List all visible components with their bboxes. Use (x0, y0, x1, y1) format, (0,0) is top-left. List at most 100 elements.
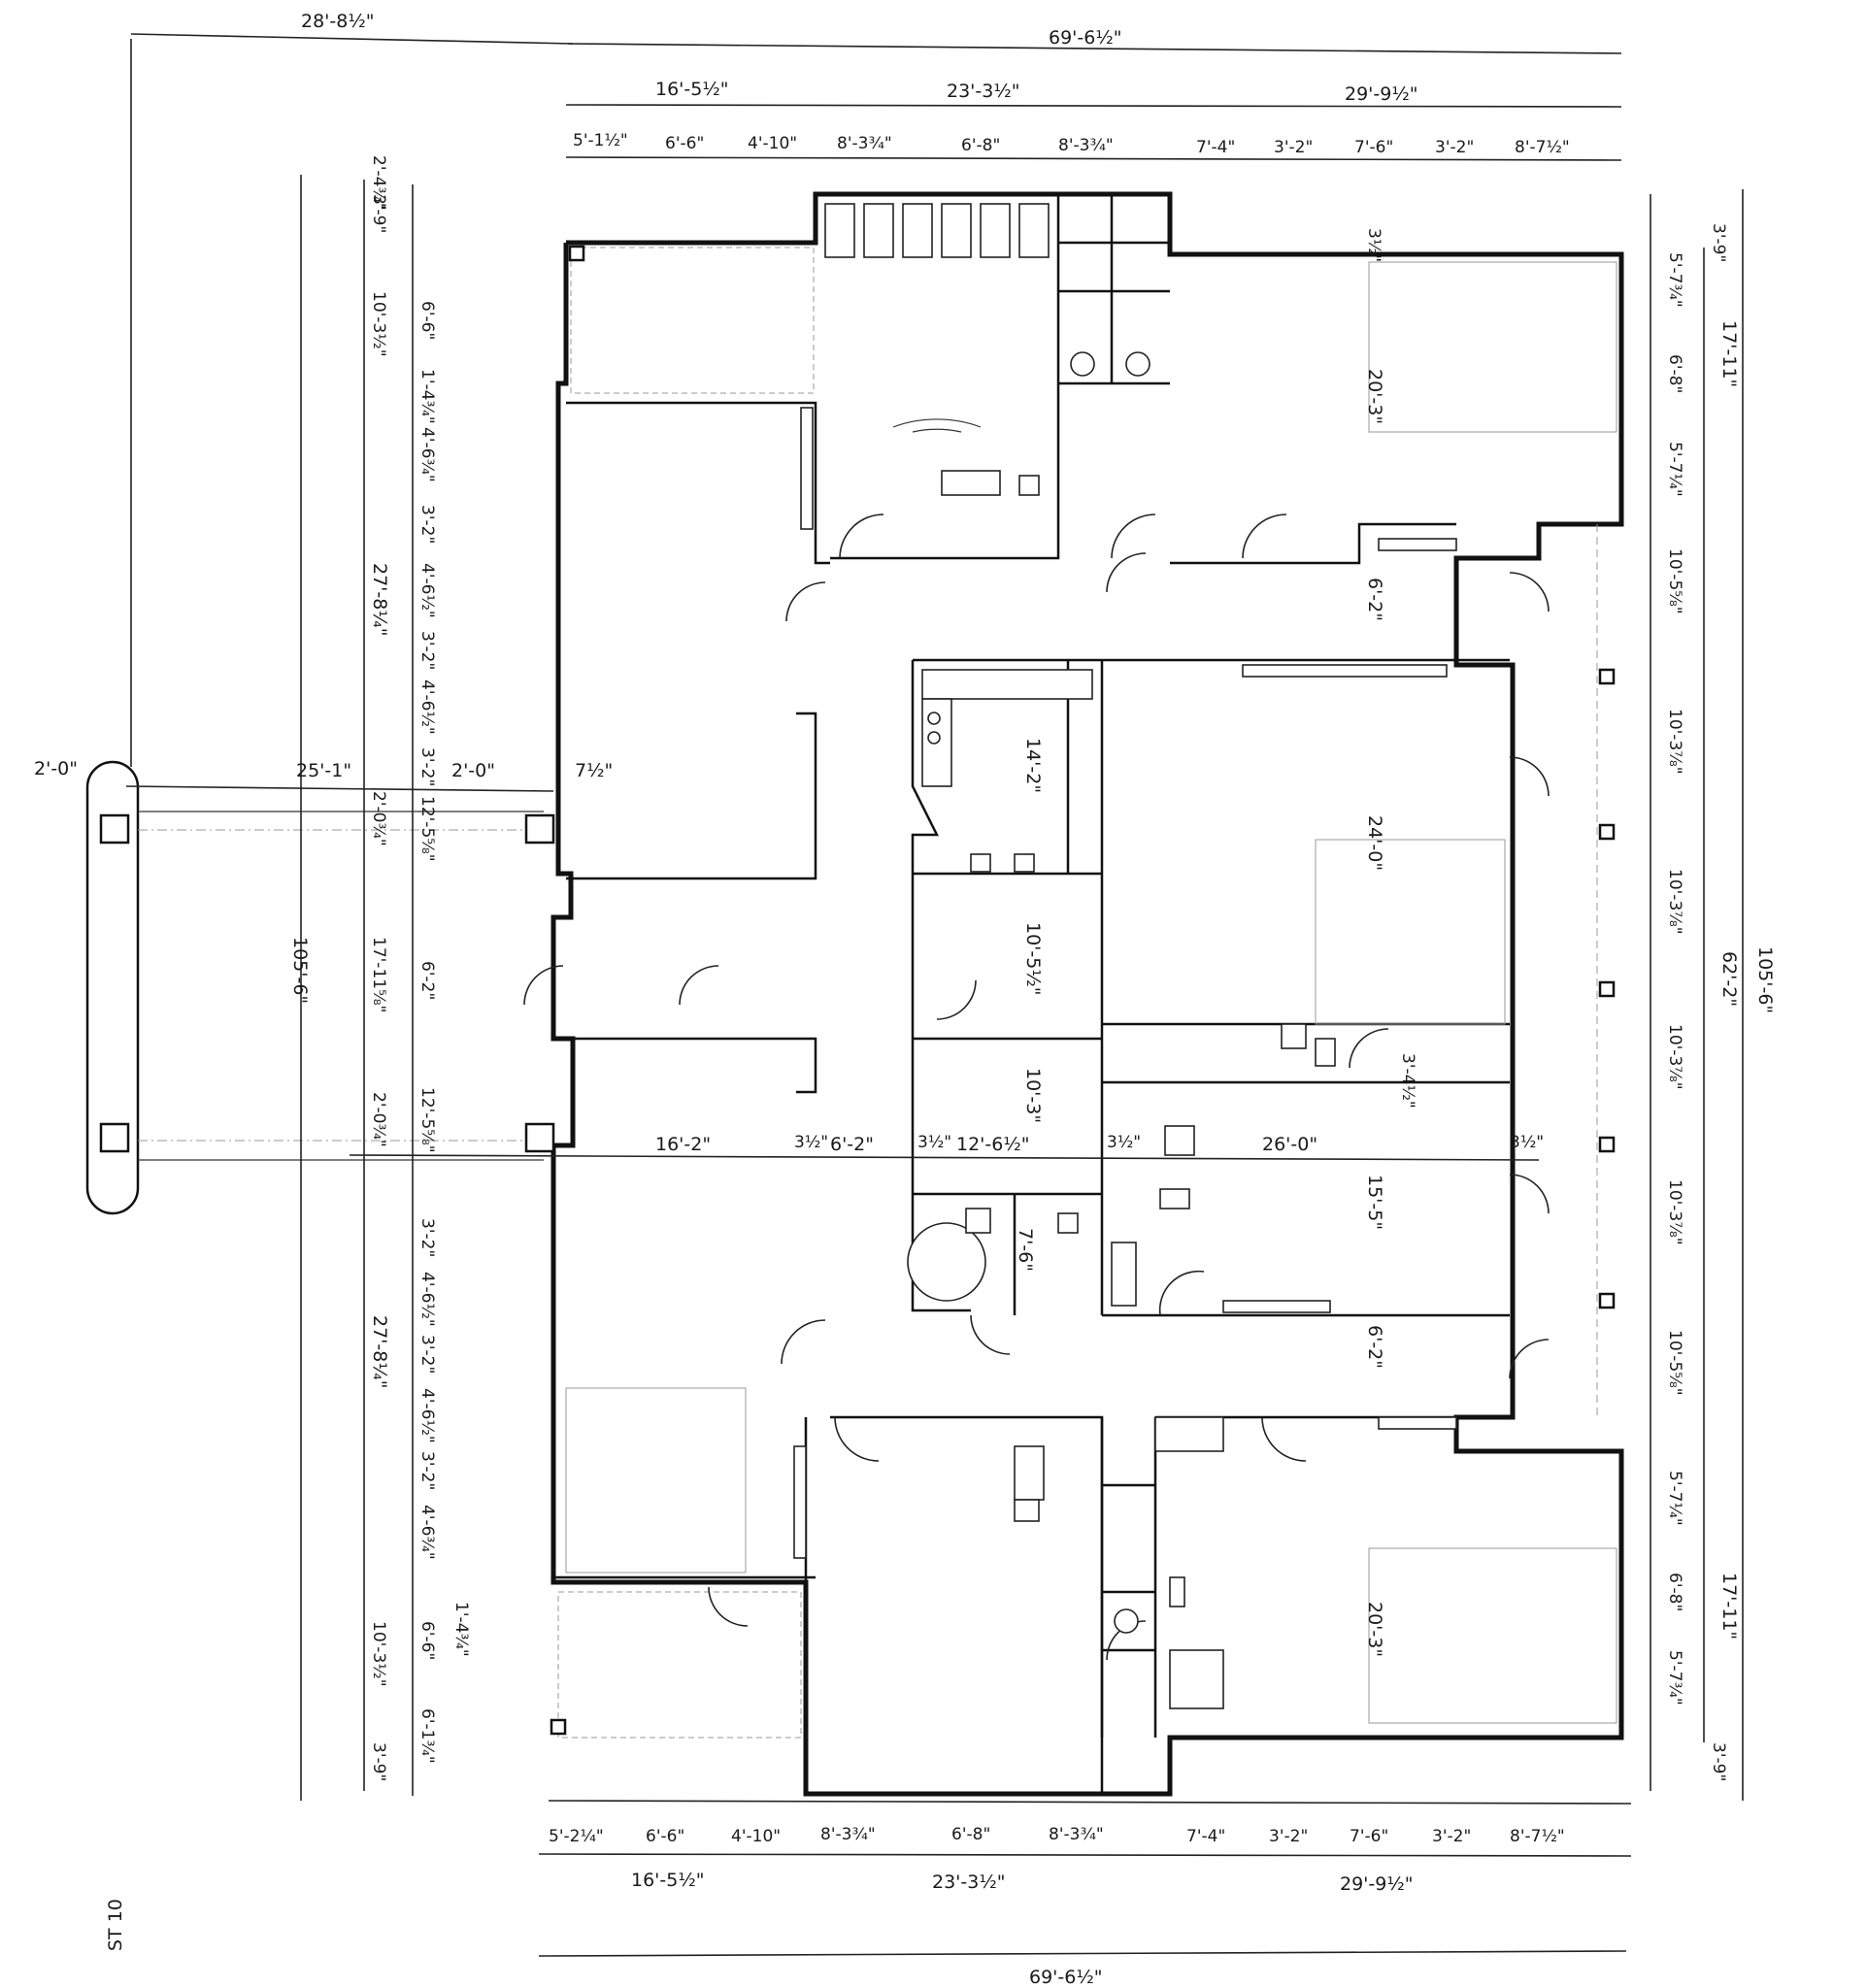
dim-right-5: 10'-5⅝" (1665, 548, 1684, 614)
row-dim-4: 3½" (917, 1133, 951, 1152)
dim-bottom-sub-6: 8'-3¾" (1049, 1825, 1104, 1844)
dim-bottom-sub-4: 8'-3¾" (820, 1825, 876, 1844)
canopy (85, 760, 555, 1215)
corridor-2-dim: 6'-2" (1364, 1325, 1385, 1369)
exterior-walls (550, 191, 1624, 1797)
dim-left-up-10: 4'-6½" (417, 679, 437, 735)
room-upper-right-dim: 24'-0" (1364, 815, 1385, 871)
canopy-post: 7½" (575, 760, 613, 781)
dim-left-up-11: 3'-2" (417, 747, 437, 786)
dim-right-12: 6'-8" (1665, 1573, 1684, 1611)
dim-left-up-2: 3'-9" (369, 194, 388, 233)
dim-top-sub-4: 8'-3¾" (837, 134, 892, 153)
dim-top-sub-5: 6'-8" (961, 136, 1000, 155)
dim-right-3: 6'-8" (1665, 354, 1684, 393)
dim-right-13: 5'-7¾" (1665, 1650, 1684, 1706)
corridor-1-dim: 6'-2" (1364, 578, 1385, 621)
dim-left-low-5: 3'-2" (417, 1451, 437, 1490)
row-dim-3: 6'-2" (830, 1134, 874, 1155)
dim-left-up-4: 6'-6" (417, 301, 437, 340)
dim-bottom-sub-5: 6'-8" (951, 1825, 990, 1844)
dim-right-14: 3'-9" (1709, 1742, 1728, 1781)
small-offset: 3'-4½" (1398, 1053, 1417, 1109)
dim-overall-width-bottom: 69'-6½" (1029, 1967, 1103, 1988)
corner-note: ST 10 (105, 1899, 126, 1951)
dim-left-offset: 28'-8½" (301, 11, 375, 32)
dimension-lines (125, 33, 1744, 1957)
dim-bottom-sub-7: 7'-4" (1186, 1827, 1225, 1846)
dim-top-sub-11: 8'-7½" (1515, 138, 1570, 157)
bedroom-bottom-right-dim: 20'-3" (1364, 1602, 1385, 1657)
dim-bottom-sub-1: 5'-2¼" (549, 1827, 604, 1846)
dim-left-up-5: 1'-4¾" (417, 369, 437, 424)
dim-right-8: 10'-3⅞" (1665, 1024, 1684, 1090)
dim-top-sub-10: 3'-2" (1435, 138, 1474, 157)
dim-left-mid-3: 17'-11⅝" (369, 937, 388, 1012)
dim-bottom-sub-8: 3'-2" (1269, 1827, 1308, 1846)
dim-left-mid-1: 2'-0¾" (369, 791, 388, 846)
row-dim-1: 16'-2" (655, 1134, 711, 1155)
dim-top-sub-6: 8'-3¾" (1058, 136, 1114, 155)
dim-left-up-8: 4'-6½" (417, 563, 437, 618)
dim-top-sub-9: 7'-6" (1354, 138, 1393, 157)
doors (523, 514, 1550, 1661)
dim-bottom-sub-10: 3'-2" (1432, 1827, 1471, 1846)
dim-left-mid-4: 6'-2" (417, 961, 437, 1000)
dim-bottom-seg-1: 16'-5½" (631, 1870, 705, 1891)
hall-2-dim: 10'-3" (1022, 1068, 1044, 1123)
dim-right-4: 5'-7¼" (1665, 442, 1684, 497)
dim-right-11: 5'-7¼" (1665, 1471, 1684, 1526)
dim-right-6: 10'-3⅞" (1665, 709, 1684, 775)
canopy-span: 25'-1" (296, 760, 351, 781)
dim-left-low-6: 4'-6¾" (417, 1505, 437, 1560)
dim-bottom-seg-3: 29'-9½" (1340, 1873, 1414, 1895)
dim-bottom-seg-2: 23'-3½" (932, 1872, 1006, 1893)
dim-overall-length-right: 105'-6" (1754, 946, 1776, 1013)
dim-left-mid-5: 2'-0¾" (369, 1092, 388, 1147)
canopy-labels: 2'-0" 25'-1" 2'-0" 7½" (34, 758, 613, 781)
dim-top-seg-1: 16'-5½" (655, 79, 729, 100)
canopy-gap: 2'-0" (451, 760, 495, 781)
dim-right-total-3: 17'-11" (1718, 1573, 1740, 1640)
row-dim-6: 3½" (1107, 1133, 1141, 1152)
dim-top-sub-1: 5'-1½" (573, 131, 628, 150)
dim-bottom-sub-11: 8'-7½" (1510, 1827, 1565, 1846)
dim-top-sub-2: 6'-6" (665, 134, 704, 153)
dim-left-low-9: 10'-3½" (369, 1621, 388, 1687)
canopy-width: 2'-0" (34, 758, 78, 779)
dim-overall-width-top: 69'-6½" (1049, 27, 1122, 49)
stair-strip-upper (793, 407, 1457, 1559)
dim-left-low-4: 4'-6½" (417, 1388, 437, 1443)
dim-left-up-1: 2'-4¾" (369, 155, 388, 211)
dim-right-total-2: 62'-2" (1718, 951, 1740, 1007)
row-dim-5: 12'-6½" (956, 1134, 1030, 1155)
dim-left-up-7: 3'-2" (417, 505, 437, 544)
dim-left-mid-2: 12'-5⅝" (417, 796, 437, 862)
bedroom-top-right-dim: 20'-3" (1364, 369, 1385, 424)
dim-right-9: 10'-3⅞" (1665, 1179, 1684, 1245)
dim-left-low-2: 4'-6½" (417, 1272, 437, 1327)
row-dim-7: 26'-0" (1262, 1134, 1317, 1155)
hall-1-dim: 10'-5½" (1022, 922, 1044, 996)
dimension-labels-left: 105'-6" 2'-4¾" 3'-9" 10'-3½" 6'-6" 1'-4¾… (289, 155, 471, 1781)
dim-left-up-3: 10'-3½" (369, 291, 388, 357)
dim-left-low-12: 3'-9" (369, 1742, 388, 1781)
porch-outlines (557, 247, 1598, 1739)
fixtures (565, 203, 1617, 1724)
dim-right-total-1: 17'-11" (1718, 320, 1740, 387)
dim-bottom-sub-3: 4'-10" (731, 1827, 781, 1846)
wall-thickness: 3½" (1364, 228, 1384, 262)
dim-top-seg-3: 29'-9½" (1345, 83, 1418, 105)
dim-bottom-sub-2: 6'-6" (646, 1827, 684, 1846)
kitchen-dim: 14'-2" (1022, 738, 1044, 793)
dim-bottom-sub-9: 7'-6" (1350, 1827, 1388, 1846)
dim-top-sub-3: 4'-10" (748, 134, 797, 153)
dim-left-low-1: 3'-2" (417, 1218, 437, 1257)
interior-labels: 20'-3" 20'-3" 14'-2" 10'-5½" 10'-3" 7'-6… (655, 228, 1544, 1657)
dim-right-10: 10'-5⅝" (1665, 1330, 1684, 1396)
columns-right (550, 245, 1616, 1736)
dim-left-low-3: 3'-2" (417, 1335, 437, 1374)
dim-left-mid-6: 12'-5⅝" (417, 1087, 437, 1153)
row-dim-8: 3½" (1510, 1133, 1544, 1152)
dim-top-seg-2: 23'-3½" (947, 81, 1020, 102)
